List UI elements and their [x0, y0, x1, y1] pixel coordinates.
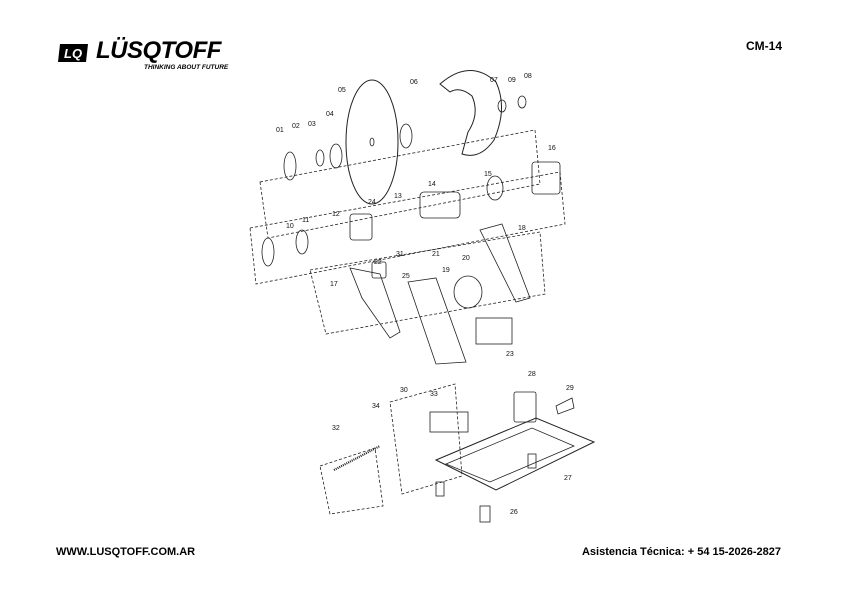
- part-label: 29: [566, 385, 574, 392]
- part-label: 20: [462, 255, 470, 262]
- part-label: 23: [506, 351, 514, 358]
- part-label: 34: [372, 403, 380, 410]
- part-label: 19: [442, 267, 450, 274]
- part-label: 30: [400, 387, 408, 394]
- part-label: 28: [528, 371, 536, 378]
- brand-name: LÜSQTOFF: [96, 37, 221, 64]
- part-label: 25: [402, 273, 410, 280]
- part-label: 31: [396, 251, 404, 258]
- part-label: 15: [484, 171, 492, 178]
- part-label: 09: [508, 77, 516, 84]
- technical-support-phone: Asistencia Técnica: + 54 15-2026-2827: [581, 546, 781, 558]
- logo-mark-icon: LQ: [58, 44, 88, 62]
- model-code: CM-14: [745, 39, 782, 53]
- exploded-parts-diagram: 01 02 03 04 05 06 07 08 09 10 11 12 13 1…: [249, 70, 596, 523]
- part-label: 24: [368, 199, 376, 206]
- part-label: 01: [276, 127, 284, 134]
- part-label: 14: [428, 181, 436, 188]
- website-url: WWW.LUSQTOFF.COM.AR: [56, 546, 196, 558]
- part-label: 11: [302, 217, 309, 224]
- part-label: 03: [308, 121, 316, 128]
- part-label: 10: [286, 223, 294, 230]
- part-label: 05: [338, 87, 346, 94]
- part-label: 26: [510, 509, 518, 516]
- svg-text:LQ: LQ: [64, 46, 82, 61]
- part-label: 08: [524, 73, 532, 80]
- part-label: 32: [332, 425, 340, 432]
- part-label: 33: [430, 391, 438, 398]
- brand-tagline: THINKING ABOUT FUTURE: [144, 64, 229, 71]
- part-label: 18: [518, 225, 526, 232]
- part-label: 16: [548, 145, 556, 152]
- part-label: 04: [326, 111, 334, 118]
- part-label: 12: [332, 211, 340, 218]
- part-label: 27: [564, 475, 572, 482]
- brand-logo: LQ LÜSQTOFF THINKING ABOUT FUTURE: [56, 37, 246, 74]
- part-label: 22: [374, 259, 382, 266]
- part-label: 07: [490, 77, 498, 84]
- part-label: 21: [432, 251, 440, 258]
- part-label: 06: [410, 79, 418, 86]
- part-label: 13: [394, 193, 402, 200]
- part-label: 02: [292, 123, 300, 130]
- part-label: 17: [330, 281, 338, 288]
